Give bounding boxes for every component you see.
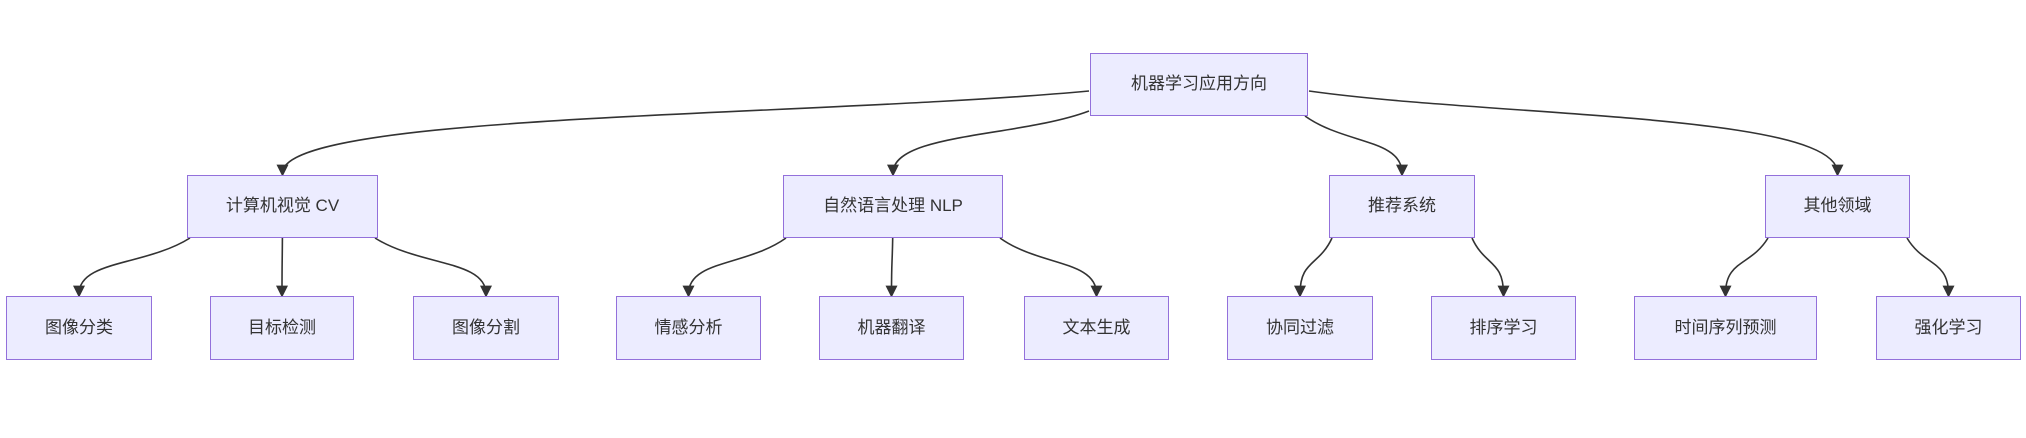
node-nlp: 自然语言处理 NLP (783, 175, 1003, 238)
node-cv: 计算机视觉 CV (187, 175, 378, 238)
node-imgseg: 图像分割 (413, 296, 559, 360)
node-textgen: 文本生成 (1024, 296, 1169, 360)
node-label: 计算机视觉 CV (225, 196, 340, 216)
node-rec: 推荐系统 (1329, 175, 1475, 238)
node-label: 强化学习 (1914, 317, 1983, 337)
node-imgcls: 图像分类 (6, 296, 152, 360)
node-ltr: 排序学习 (1431, 296, 1576, 360)
node-objdet: 目标检测 (210, 296, 354, 360)
node-label: 自然语言处理 NLP (823, 196, 963, 216)
node-senti: 情感分析 (616, 296, 761, 360)
node-label: 图像分割 (452, 317, 520, 337)
node-label: 机器翻译 (857, 317, 926, 337)
node-label: 排序学习 (1469, 317, 1538, 337)
node-label: 协同过滤 (1266, 317, 1334, 337)
node-label: 时间序列预测 (1674, 317, 1777, 337)
node-mt: 机器翻译 (819, 296, 964, 360)
node-collab: 协同过滤 (1227, 296, 1373, 360)
node-rl: 强化学习 (1876, 296, 2021, 360)
node-label: 目标检测 (248, 317, 316, 337)
node-label: 图像分类 (45, 317, 113, 337)
node-label: 机器学习应用方向 (1131, 74, 1267, 94)
node-root: 机器学习应用方向 (1090, 53, 1308, 116)
node-other: 其他领域 (1765, 175, 1910, 238)
node-label: 推荐系统 (1368, 196, 1436, 216)
node-label: 情感分析 (654, 317, 723, 337)
node-label: 其他领域 (1803, 196, 1872, 216)
node-label: 文本生成 (1062, 317, 1131, 337)
node-ts: 时间序列预测 (1634, 296, 1817, 360)
